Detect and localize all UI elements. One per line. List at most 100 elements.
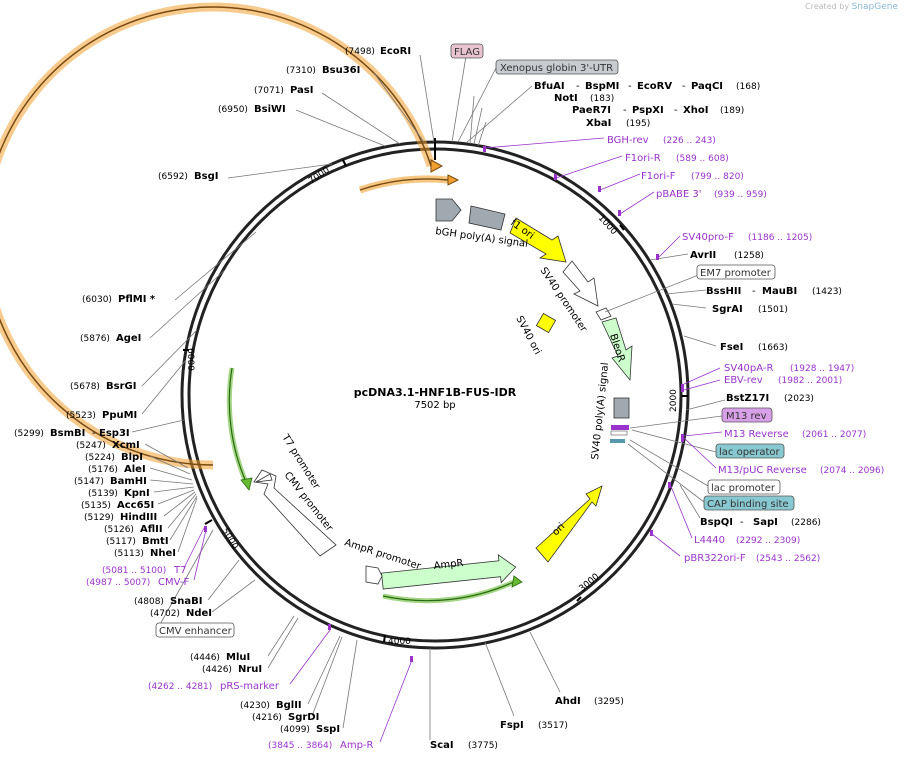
sv40-ori-feature [535, 312, 557, 334]
svg-text:(1501): (1501) [758, 305, 788, 315]
svg-text:-: - [682, 81, 686, 92]
svg-text:(5678): (5678) [70, 382, 100, 392]
tick-2000: 2000 [669, 389, 679, 412]
bleor-feature [601, 317, 633, 382]
svg-text:EcoRV: EcoRV [637, 81, 672, 92]
svg-text:(4216): (4216) [252, 713, 282, 723]
label-sv40-ori: SV40 ori [513, 314, 542, 356]
svg-text:AflII: AflII [140, 524, 163, 535]
lacpro-label: lac promoter [711, 483, 776, 494]
em7-box [696, 264, 776, 280]
ampr-feature [381, 554, 517, 590]
svg-text:(5135): (5135) [81, 501, 111, 511]
svg-text:(2061 .. 2077): (2061 .. 2077) [802, 430, 866, 440]
svg-text:(5139): (5139) [88, 489, 118, 499]
svg-text:BspQI: BspQI [700, 517, 733, 528]
svg-text:BGH-rev: BGH-rev [607, 135, 649, 146]
svg-text:(4446): (4446) [190, 653, 220, 663]
svg-text:Esp3I: Esp3I [99, 428, 130, 439]
svg-text:XcmI: XcmI [112, 440, 140, 451]
svg-text:PaeR7I: PaeR7I [572, 105, 611, 116]
svg-text:NheI: NheI [150, 548, 176, 559]
svg-text:(195): (195) [626, 119, 650, 129]
svg-text:(4702): (4702) [150, 609, 180, 619]
svg-text:SapI: SapI [753, 517, 778, 528]
svg-text:FspI: FspI [500, 720, 524, 731]
svg-text:BstZ17I: BstZ17I [726, 393, 769, 404]
svg-text:AleI: AleI [124, 464, 146, 475]
svg-text:(1982 .. 2001): (1982 .. 2001) [778, 376, 842, 386]
svg-text:(5247): (5247) [76, 441, 106, 451]
svg-text:-: - [674, 105, 678, 116]
svg-text:(939 .. 959): (939 .. 959) [714, 190, 767, 200]
svg-text:(6950): (6950) [218, 105, 248, 115]
label-bleor: BleoR [607, 333, 626, 364]
svg-text:(5224): (5224) [85, 453, 115, 463]
svg-text:ScaI: ScaI [430, 740, 454, 751]
svg-text:BsgI: BsgI [194, 171, 218, 182]
svg-text:(2074 .. 2096): (2074 .. 2096) [820, 466, 884, 476]
lacpro-box [707, 479, 781, 495]
svg-text:(3775): (3775) [468, 741, 498, 751]
svg-text:XbaI: XbaI [586, 118, 611, 129]
svg-text:(4808): (4808) [134, 597, 164, 607]
svg-text:FseI: FseI [720, 342, 743, 353]
svg-text:SspI: SspI [316, 724, 340, 735]
svg-text:SgrAI: SgrAI [712, 304, 743, 315]
label-ampr: AmpR [433, 558, 464, 572]
m13rev-box [721, 407, 773, 423]
plasmid-name: pcDNA3.1-HNF1B-FUS-IDR [354, 386, 517, 399]
svg-text:(5147): (5147) [74, 477, 104, 487]
svg-text:(3845 .. 3864): (3845 .. 3864) [268, 741, 332, 751]
svg-text:PaqCI: PaqCI [691, 81, 723, 92]
tick-3000: 3000 [578, 572, 602, 595]
svg-text:-: - [740, 517, 744, 528]
lacop-label: lac operator [719, 447, 780, 458]
svg-text:PpuMI: PpuMI [102, 410, 137, 421]
svg-text:(168): (168) [736, 82, 760, 92]
svg-text:SV40pA-R: SV40pA-R [724, 363, 773, 374]
svg-text:T7: T7 [173, 565, 186, 576]
svg-text:(5523): (5523) [66, 411, 96, 421]
svg-text:(5117): (5117) [106, 537, 136, 547]
cmv-green-arc [226, 367, 249, 483]
cmvenh-label: CMV enhancer [159, 626, 233, 637]
svg-text:Amp-R: Amp-R [340, 740, 374, 751]
svg-text:(5126): (5126) [104, 525, 134, 535]
cmv-promoter-feature [253, 469, 337, 557]
svg-text:PflMI *: PflMI * [118, 294, 156, 305]
svg-text:AvrII: AvrII [690, 250, 716, 261]
svg-text:SgrDI: SgrDI [288, 712, 319, 723]
svg-text:M13/pUC Reverse: M13/pUC Reverse [718, 465, 807, 476]
svg-text:(1258): (1258) [734, 251, 764, 261]
cds-arrowhead [430, 159, 444, 173]
svg-text:(5876): (5876) [80, 334, 110, 344]
svg-text:F1ori-F: F1ori-F [641, 171, 676, 182]
svg-text:XhoI: XhoI [683, 105, 708, 116]
svg-text:(7498): (7498) [345, 47, 375, 57]
svg-text:(4230): (4230) [240, 701, 270, 711]
svg-text:(3517): (3517) [538, 721, 568, 731]
m13rev-label: M13 rev [726, 411, 767, 422]
svg-text:BsmBI: BsmBI [50, 428, 85, 439]
svg-text:(7071): (7071) [254, 86, 284, 96]
svg-text:HindIII: HindIII [120, 512, 157, 523]
svg-text:(4099): (4099) [280, 725, 310, 735]
primer-marks [204, 146, 684, 662]
cap-label: CAP binding site [707, 499, 789, 510]
svg-text:(2023): (2023) [784, 394, 814, 404]
svg-text:(1928 .. 1947): (1928 .. 1947) [790, 364, 854, 374]
svg-text:PasI: PasI [290, 85, 313, 96]
cap-box [703, 495, 795, 511]
svg-text:(5113): (5113) [114, 549, 144, 559]
sv40-promoter-feature [562, 260, 599, 307]
svg-text:BmtI: BmtI [142, 536, 169, 547]
svg-text:pBR322ori-F: pBR322ori-F [684, 553, 746, 564]
label-ampr-promoter: AmpR promoter [343, 537, 423, 572]
ori-feature [535, 485, 603, 563]
svg-text:(5299): (5299) [14, 429, 44, 439]
lacop-box [715, 443, 785, 459]
svg-text:BfuAI: BfuAI [534, 81, 565, 92]
svg-text:(5129): (5129) [84, 513, 114, 523]
tick-6000: 6000 [185, 348, 195, 371]
